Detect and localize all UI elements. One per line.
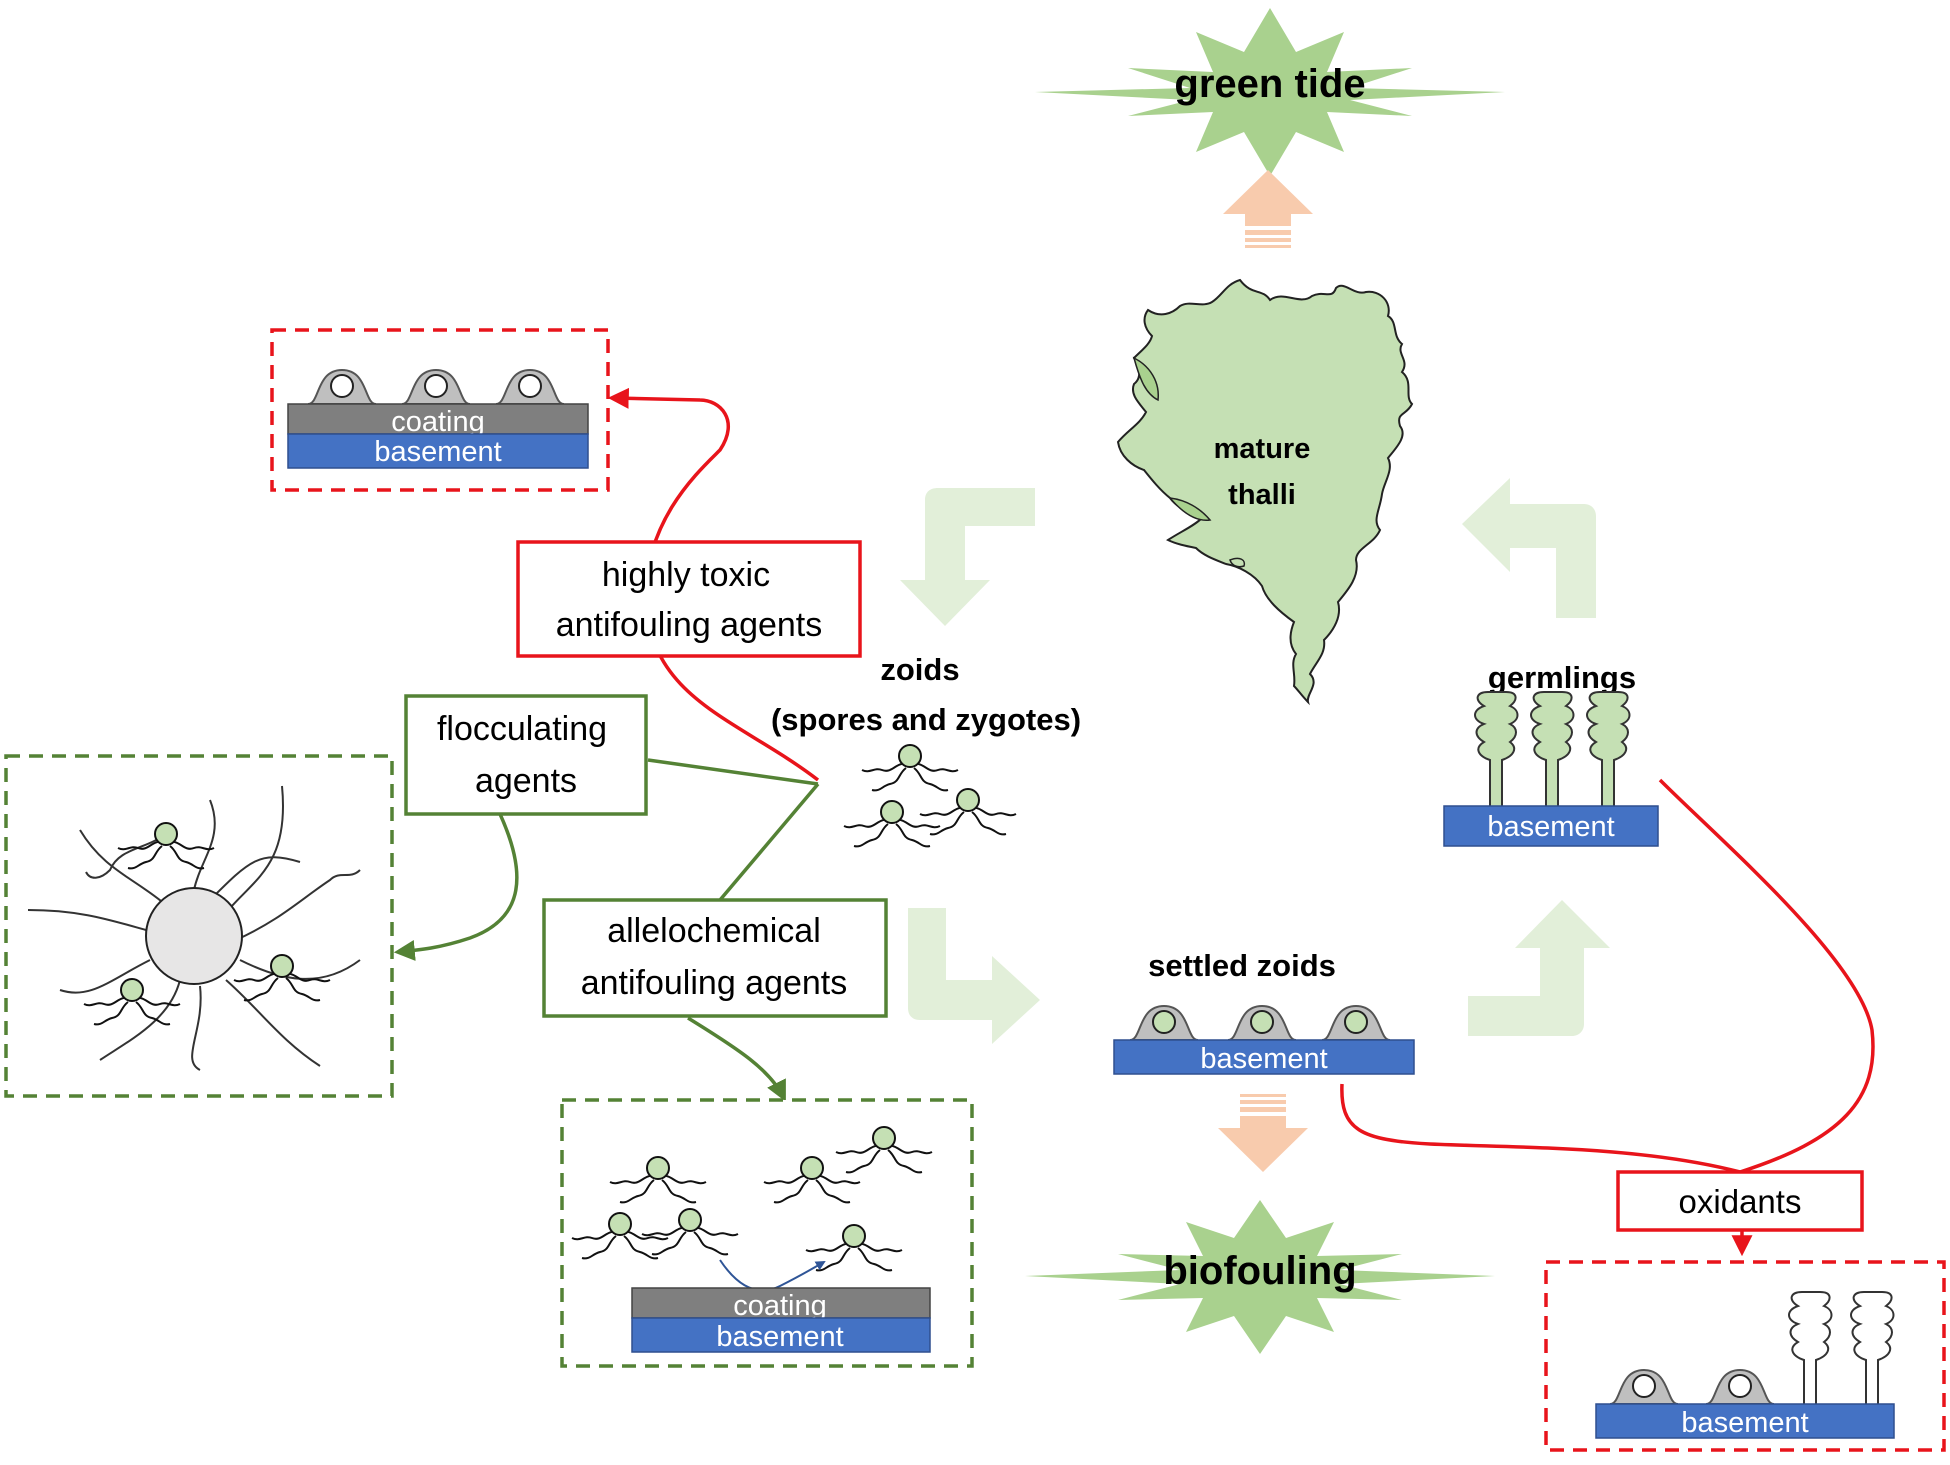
flocculating-label-line2: agents	[475, 762, 577, 800]
mature-thalli-label-line2: thalli	[1228, 479, 1296, 511]
zoid-cell	[843, 800, 941, 848]
settled-zoids-group: settled zoids basement	[1113, 948, 1415, 1075]
settled-basement-label: basement	[1200, 1043, 1327, 1075]
settled-zoid	[1227, 1005, 1297, 1041]
allelo-panel-coating	[631, 1287, 931, 1319]
oxidants-panel-basement-label: basement	[1681, 1407, 1808, 1439]
toxic-label-line2: antifouling agents	[556, 606, 823, 644]
flocculating-label-line1: flocculating	[437, 710, 607, 748]
settled-zoid	[1129, 1005, 1199, 1041]
allelochemical-outcome-panel: coating basement	[560, 1098, 974, 1368]
settled-basement	[1113, 1039, 1415, 1075]
floc-particle	[145, 887, 243, 985]
allelo-panel-coating-label: coating	[733, 1290, 827, 1322]
oxidants-label: oxidants	[1679, 1183, 1802, 1220]
cycle-arrow-zoids-to-settled	[908, 908, 1040, 1044]
toxic-panel-coating-label: coating	[391, 406, 485, 438]
germlings-group: germlings basement	[1443, 660, 1659, 847]
repel-arrow	[719, 1259, 826, 1292]
cycle-arrows	[900, 478, 1610, 1044]
allelochemical-label-line2: antifouling agents	[581, 964, 848, 1002]
toxic-outcome-panel: coating basement	[270, 328, 610, 492]
biofouling-label: biofouling	[1163, 1249, 1356, 1293]
cycle-arrow-germlings-to-thalli	[1462, 478, 1596, 618]
zoids-label-line2: (spores and zygotes)	[771, 702, 1081, 737]
oxidants-box: oxidants	[1616, 1170, 1864, 1232]
zoid-cell	[861, 744, 959, 792]
green-connectors	[393, 758, 820, 1102]
settled-zoid	[1321, 1005, 1391, 1041]
germling	[1586, 691, 1631, 811]
mature-thalli-label-line1: mature	[1214, 433, 1311, 465]
highly-toxic-agents-box: highly toxic antifouling agents	[516, 540, 862, 658]
to-biofouling-arrow	[1218, 1094, 1308, 1172]
germling	[1530, 691, 1575, 811]
oxidants-outcome-panel: basement	[1544, 1260, 1946, 1452]
cycle-arrow-thalli-to-zoids	[900, 488, 1035, 626]
germlings-label: germlings	[1488, 660, 1636, 695]
germlings-basement	[1443, 805, 1659, 847]
flocculating-agents-box: flocculating agents	[404, 694, 648, 816]
zoids-label-line1: zoids	[880, 652, 959, 687]
allelochemical-agents-box: allelochemical antifouling agents	[542, 898, 888, 1018]
oxidants-panel-basement	[1595, 1403, 1895, 1439]
zoids-group: zoids (spores and zygotes)	[771, 652, 1081, 848]
green-tide-starburst: green tide	[1035, 8, 1505, 176]
thallus-shape	[1116, 278, 1414, 706]
germlings-basement-label: basement	[1487, 811, 1614, 843]
cycle-arrow-settled-to-germlings	[1468, 900, 1610, 1036]
green-tide-label: green tide	[1174, 62, 1365, 106]
toxic-label-line1: highly toxic	[602, 556, 770, 594]
toxic-panel-basement	[287, 433, 589, 469]
allelo-panel-basement	[631, 1317, 931, 1353]
mature-thalli: mature thalli	[1116, 278, 1414, 706]
biofouling-starburst: biofouling	[1025, 1200, 1495, 1354]
flocculation-outcome-panel	[4, 754, 394, 1098]
to-green-tide-arrow	[1223, 170, 1313, 248]
allelochemical-label-line1: allelochemical	[607, 912, 821, 950]
settled-zoids-label: settled zoids	[1148, 948, 1336, 983]
toxic-panel-basement-label: basement	[374, 436, 501, 468]
toxic-panel-coating	[287, 403, 589, 435]
germling	[1474, 691, 1519, 811]
allelo-panel-basement-label: basement	[716, 1321, 843, 1353]
